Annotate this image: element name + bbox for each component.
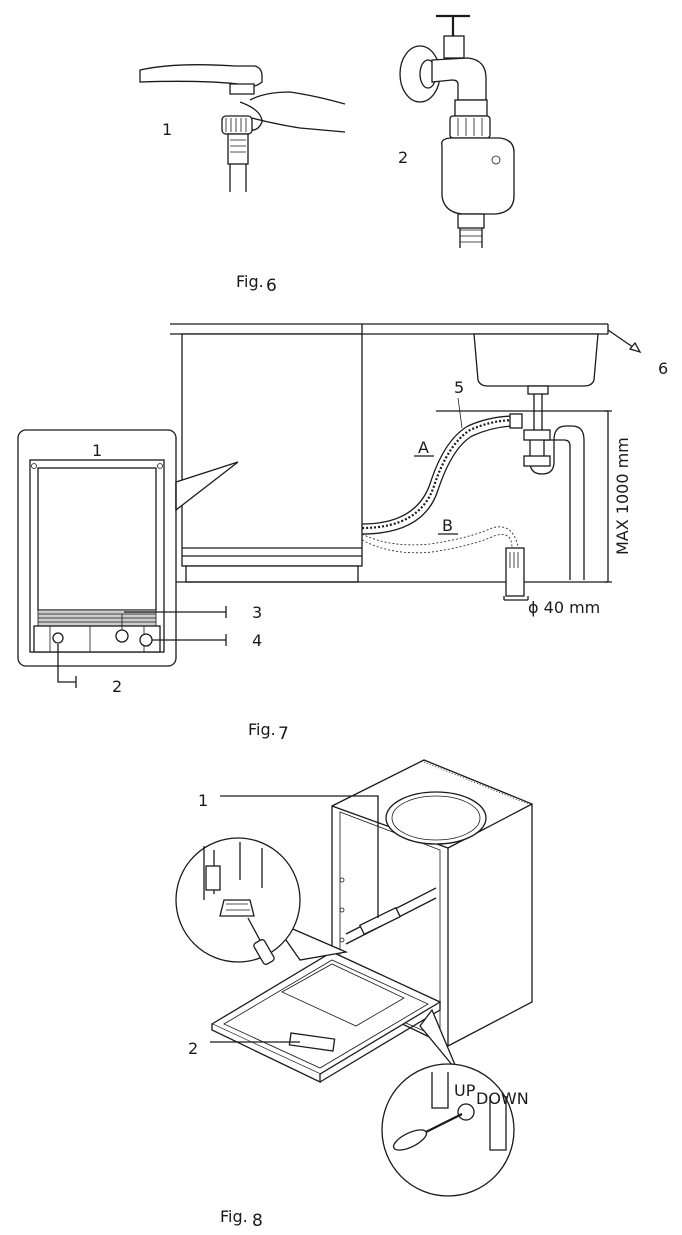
- fig8-caption-number: 8: [252, 1211, 263, 1231]
- fig8-label-2: 2: [188, 1039, 198, 1058]
- fig7-worktop: [170, 323, 609, 335]
- fig7-label-b: B: [442, 516, 453, 535]
- fig7-panel-label-1: 1: [92, 441, 102, 460]
- fig6-faucet-connection: [139, 64, 346, 192]
- fig6-label-2: 2: [398, 148, 408, 167]
- fig7-diameter-label: ϕ 40 mm: [528, 598, 600, 617]
- fig6-caption-number: 6: [266, 276, 277, 296]
- fig7-label-5: 5: [454, 378, 464, 397]
- fig7-panel-label-4: 4: [252, 631, 262, 650]
- fig7-caption-prefix: Fig.: [248, 720, 276, 739]
- fig8-down-label: DOWN: [476, 1089, 529, 1108]
- fig8-label-1: 1: [198, 791, 208, 810]
- fig7: MAX 1000 mm A B 5 6 ϕ 40 mm: [17, 323, 668, 744]
- fig7-drain-hose: [361, 413, 523, 535]
- fig6-label-1: 1: [162, 120, 172, 139]
- fig7-label-a: A: [418, 438, 429, 457]
- fig8: 1 2 UP DOWN Fig. 8: [175, 759, 533, 1231]
- fig8-magnifier-adjuster: [175, 837, 349, 965]
- fig8-door: [210, 951, 442, 1084]
- fig8-caption-prefix: Fig.: [220, 1207, 248, 1226]
- fig6-caption-prefix: Fig.: [236, 272, 264, 291]
- fig7-sink: [473, 333, 599, 430]
- fig7-panel-label-2: 2: [112, 677, 122, 696]
- fig7-caption-number: 7: [278, 724, 289, 744]
- fig7-siphon: [523, 425, 585, 580]
- fig8-magnifier-hinge: UP DOWN: [381, 1008, 529, 1197]
- fig7-dishwasher: [181, 333, 363, 583]
- fig7-max-height-label: MAX 1000 mm: [613, 437, 632, 555]
- fig6: 1 2 Fig. 6: [139, 14, 515, 296]
- fig6-wall-tap-valve: [399, 14, 515, 248]
- fig7-connection-panel-callout: [17, 429, 239, 667]
- fig8-up-label: UP: [454, 1081, 476, 1100]
- fig7-label-6: 6: [658, 359, 668, 378]
- fig7-panel-label-3: 3: [252, 603, 262, 622]
